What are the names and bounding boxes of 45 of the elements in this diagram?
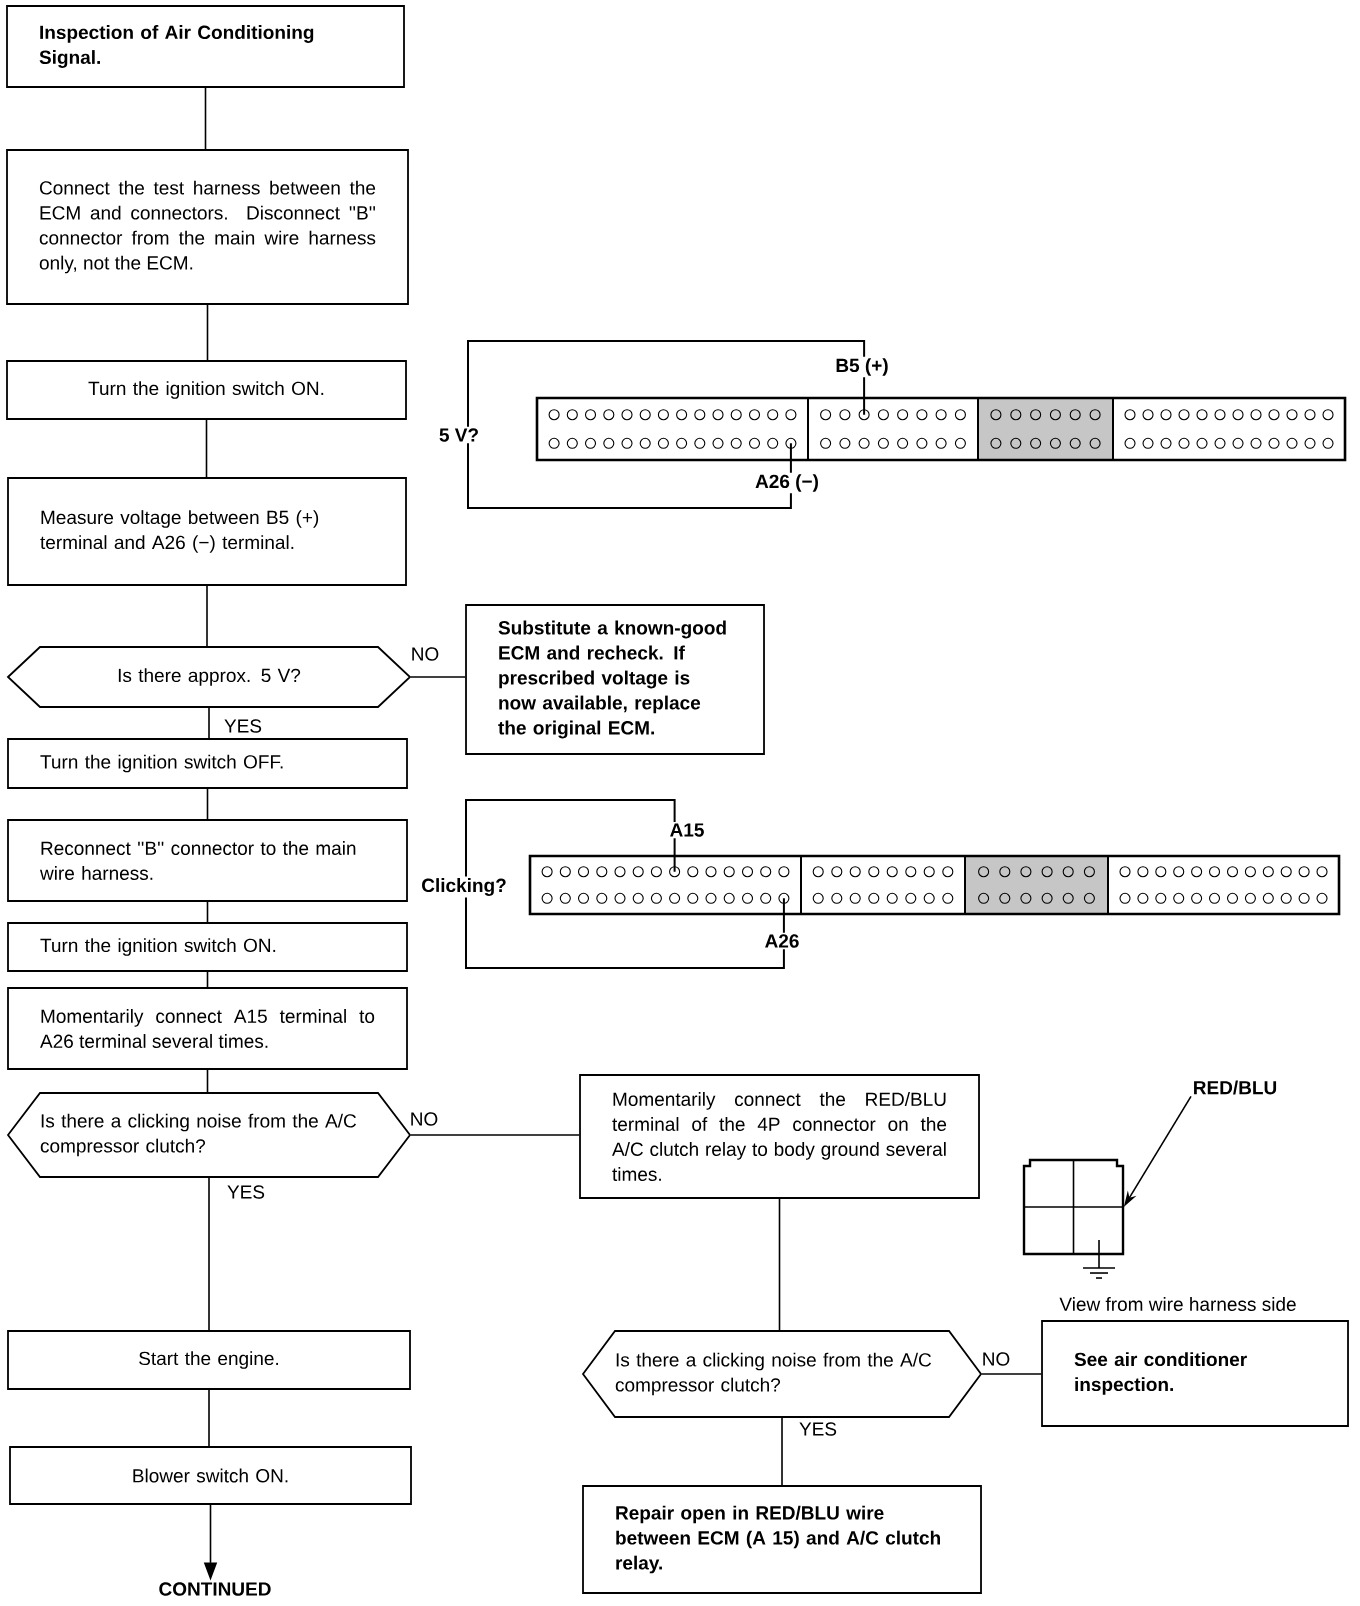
process-box: Momentarily connect A15 terminal to A26 terminal several times. (7, 987, 408, 1070)
connector-line (206, 971, 209, 988)
process-box: Inspection of Air Conditioning Signal. (6, 5, 405, 88)
edge-label: YES (223, 718, 263, 734)
terminal-label: B5 (+) (833, 356, 891, 378)
process-box: Repair open in RED/BLU wire between ECM (A 15) and A/C clutch relay. (582, 1485, 982, 1594)
process-box: See air conditioner inspection. (1041, 1320, 1349, 1427)
edge-label: YES (798, 1421, 838, 1437)
edge-label: YES (226, 1184, 266, 1200)
process-box: Substitute a known-good ECM and recheck. If prescribed voltage is now available, replace the original ECM. (465, 604, 765, 755)
connector-line (410, 1134, 580, 1136)
connector-line (204, 87, 207, 150)
process-box: Blower switch ON. (9, 1446, 412, 1505)
terminal-label: Clicking? (419, 876, 509, 898)
edge-label: NO (980, 1351, 1012, 1367)
process-box: Momentarily connect the RED/BLU terminal of the 4P connector on the A/C clutch relay to body ground several times. (579, 1074, 980, 1199)
connector-line (778, 1198, 781, 1331)
process-box: Turn the ignition switch OFF. (7, 738, 408, 789)
connector-line (206, 1069, 209, 1093)
terminal-label: A26 (763, 932, 801, 950)
edge-label: NO (409, 646, 441, 662)
process-box: Measure voltage between B5 (+) terminal and A26 (−) terminal. (7, 477, 407, 586)
connector-line (205, 419, 208, 478)
process-box: Reconnect ''B'' connector to the main wire harness. (7, 819, 408, 902)
connector-line (206, 585, 208, 647)
connector-line (208, 1177, 210, 1331)
process-box: Turn the ignition switch ON. (7, 922, 408, 972)
process-box: Turn the ignition switch ON. (6, 360, 407, 420)
process-box: Connect the test harness between the ECM and connectors. Disconnect ''B'' connector from the main wire harness only, not the ECM. (6, 149, 409, 305)
connector-line (206, 788, 209, 820)
connector-line (410, 676, 466, 678)
connector-line (208, 1389, 210, 1447)
caption: View from wire harness side (1057, 1295, 1299, 1313)
connector-line (981, 1373, 1042, 1375)
terminal-label: A15 (668, 821, 706, 839)
connector-line (206, 304, 209, 361)
terminal-label: A26 (−) (753, 472, 821, 494)
relay-connector (1022, 1158, 1125, 1256)
flow-text: RED/BLU (1194, 1080, 1277, 1095)
connector-line (208, 707, 210, 739)
terminal-label: 5 V? (437, 426, 481, 444)
flow-text: CONTINUED (159, 1582, 271, 1596)
connector-line (781, 1417, 783, 1486)
connector-line (206, 901, 209, 923)
process-box: Start the engine. (7, 1330, 411, 1390)
